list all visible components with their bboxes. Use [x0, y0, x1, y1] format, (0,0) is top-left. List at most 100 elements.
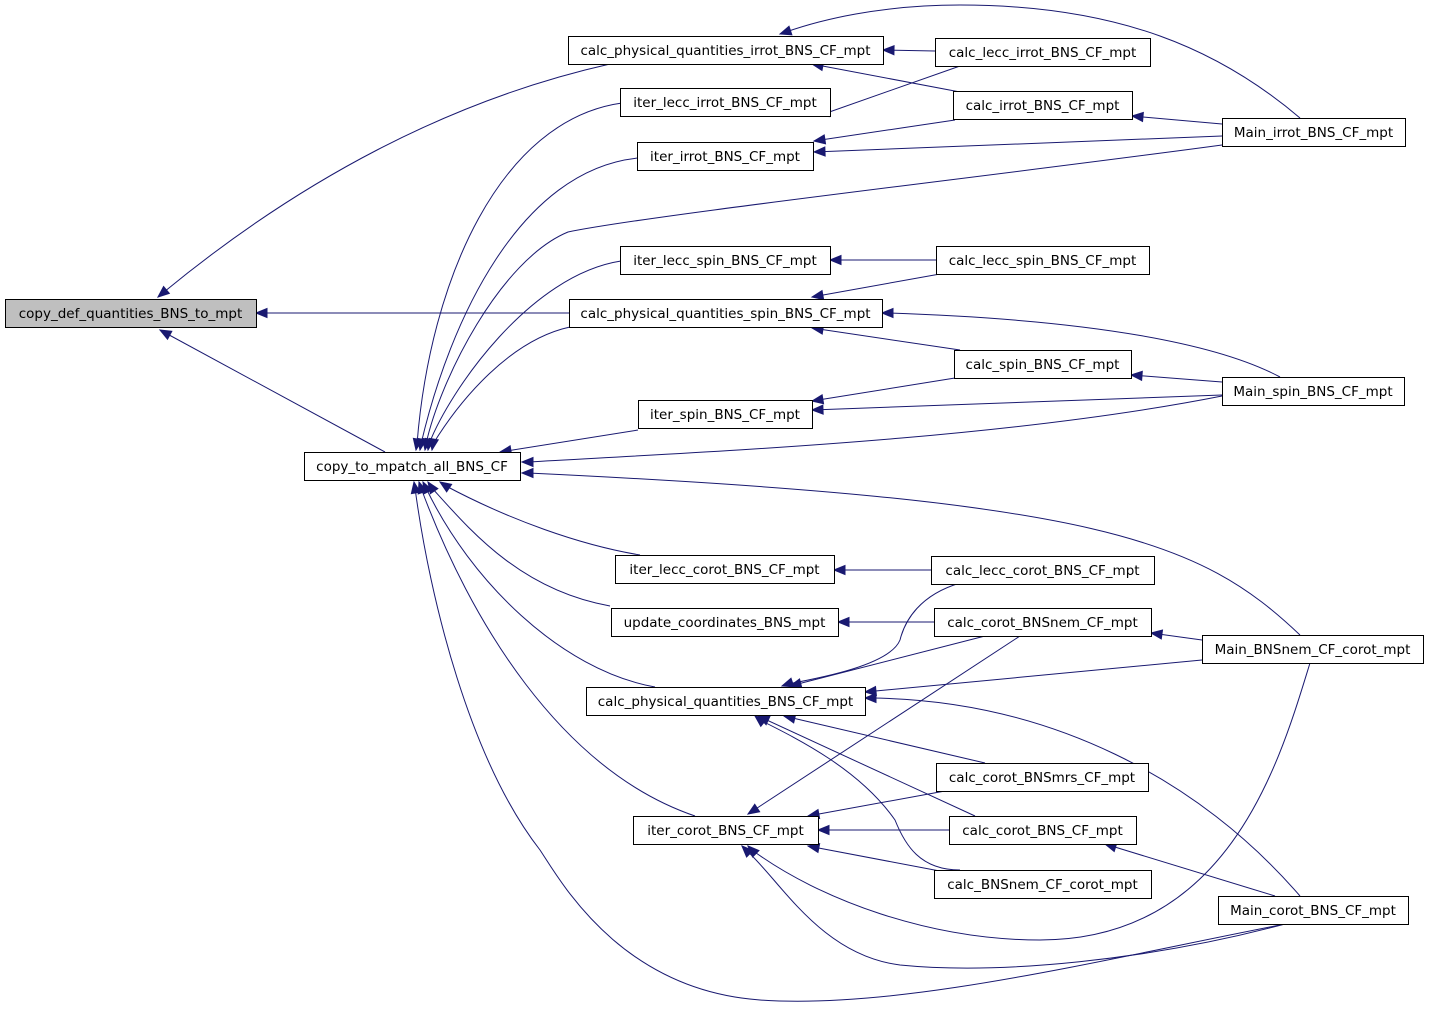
edge-line: [864, 659, 1203, 693]
node-calc-corot-mrs[interactable]: calc_corot_BNSmrs_CF_mpt: [936, 763, 1149, 792]
edge-line: [159, 329, 386, 453]
node-calc-lecc-irrot[interactable]: calc_lecc_irrot_BNS_CF_mpt: [935, 38, 1151, 67]
node-main-corot[interactable]: Main_corot_BNS_CF_mpt: [1218, 896, 1409, 925]
node-cpq-irrot[interactable]: calc_physical_quantities_irrot_BNS_CF_mp…: [568, 36, 884, 65]
node-copy-to-mpatch[interactable]: copy_to_mpatch_all_BNS_CF: [304, 452, 521, 481]
node-label: calc_spin_BNS_CF_mpt: [966, 357, 1120, 373]
node-label: calc_corot_BNS_CF_mpt: [962, 823, 1123, 839]
node-update-coord[interactable]: update_coordinates_BNS_mpt: [611, 608, 839, 637]
node-label: copy_to_mpatch_all_BNS_CF: [316, 459, 508, 475]
edge-main_corot-to-copy_to_mpatch: [410, 480, 1286, 1002]
edge-line: [811, 327, 961, 351]
arrow-head-icon: [156, 285, 171, 298]
edge-line: [811, 394, 1223, 411]
node-box: [633, 816, 819, 845]
node-box: [620, 88, 831, 117]
node-box: [1202, 635, 1424, 664]
node-iter-lecc-irrot[interactable]: iter_lecc_irrot_BNS_CF_mpt: [620, 88, 831, 117]
edge-line: [813, 119, 956, 142]
node-box: [615, 555, 835, 584]
node-calc-corot-nem[interactable]: calc_corot_BNSnem_CF_mpt: [934, 608, 1152, 637]
edge-line: [415, 102, 623, 451]
edge-main_nem-to-calc_corot_nem: [1149, 629, 1203, 641]
edge-line: [418, 481, 696, 817]
edge-calc_spin-to-iter_spin: [810, 377, 956, 405]
edge-cpq_spin-to-copy_to_mpatch: [428, 326, 571, 452]
node-label: calc_lecc_spin_BNS_CF_mpt: [949, 253, 1137, 269]
arrow-head-icon: [863, 692, 877, 704]
edge-calc_corot_nem-to-cpq: [788, 635, 986, 689]
node-box: [586, 687, 866, 716]
edge-calc_corot_mrs-to-cpq: [782, 713, 986, 764]
edge-line: [757, 715, 976, 817]
arrow-head-icon: [828, 254, 842, 266]
arrow-head-icon: [810, 289, 825, 301]
node-box: [936, 763, 1149, 792]
edge-line: [522, 472, 1301, 636]
edge-main_corot-to-cpq: [863, 692, 1301, 897]
arrow-head-icon: [836, 616, 850, 628]
arrow-head-icon: [410, 480, 422, 495]
arrow-head-icon: [778, 25, 793, 36]
node-label: Main_corot_BNS_CF_mpt: [1230, 903, 1396, 919]
node-main-irrot[interactable]: Main_irrot_BNS_CF_mpt: [1222, 118, 1406, 147]
arrow-head-icon: [254, 307, 268, 319]
edge-line: [422, 481, 656, 688]
edge-line: [811, 377, 956, 402]
edge-main_spin-to-cpq_spin: [880, 307, 1281, 378]
node-calc-lecc-corot[interactable]: calc_lecc_corot_BNS_CF_mpt: [931, 556, 1155, 585]
node-box: [5, 299, 257, 328]
edge-main_spin-to-copy_to_mpatch: [520, 395, 1223, 468]
arrow-head-icon: [832, 564, 846, 576]
edge-calc_lecc_corot-to-iter_lecc_corot: [832, 564, 931, 576]
edge-cpq_irrot-to-copy_def: [156, 63, 611, 298]
node-label: copy_def_quantities_BNS_to_mpt: [19, 306, 243, 322]
node-label: iter_lecc_spin_BNS_CF_mpt: [633, 253, 817, 269]
arrow-head-icon: [520, 467, 534, 479]
node-box: [954, 350, 1132, 379]
edge-calc_lecc_spin-to-cpq_spin: [810, 273, 941, 301]
node-box: [936, 246, 1150, 275]
node-calc-corot[interactable]: calc_corot_BNS_CF_mpt: [949, 816, 1137, 845]
node-iter-lecc-corot[interactable]: iter_lecc_corot_BNS_CF_mpt: [615, 555, 835, 584]
edge-line: [783, 715, 986, 764]
edge-update_coord-to-copy_to_mpatch: [427, 480, 611, 607]
node-label: iter_spin_BNS_CF_mpt: [650, 407, 800, 423]
node-label: calc_irrot_BNS_CF_mpt: [966, 98, 1120, 114]
arrow-head-icon: [1130, 111, 1144, 123]
node-calc-nem-corot[interactable]: calc_BNSnem_CF_corot_mpt: [934, 870, 1152, 899]
node-cpq[interactable]: calc_physical_quantities_BNS_CF_mpt: [586, 687, 866, 716]
arrow-head-icon: [812, 134, 827, 145]
edge-line: [754, 715, 961, 871]
edge-line: [811, 273, 941, 298]
node-iter-corot[interactable]: iter_corot_BNS_CF_mpt: [633, 816, 819, 845]
node-iter-irrot[interactable]: iter_irrot_BNS_CF_mpt: [637, 142, 814, 171]
edge-line: [419, 157, 639, 451]
arrow-head-icon: [780, 677, 795, 688]
arrow-head-icon: [746, 803, 761, 815]
edge-main_spin-to-calc_spin: [1129, 370, 1223, 383]
node-label: iter_lecc_corot_BNS_CF_mpt: [629, 562, 819, 578]
arrow-head-icon: [753, 715, 768, 728]
node-box: [935, 38, 1151, 67]
edge-calc_lecc_irrot-to-iter_lecc_irrot: [816, 65, 961, 118]
edge-line: [747, 662, 1311, 941]
node-calc-spin[interactable]: calc_spin_BNS_CF_mpt: [954, 350, 1132, 379]
edge-line: [439, 481, 641, 556]
node-calc-lecc-spin[interactable]: calc_lecc_spin_BNS_CF_mpt: [936, 246, 1150, 275]
edge-calc_corot_nem-to-update_coord: [836, 616, 934, 628]
node-main-nem[interactable]: Main_BNSnem_CF_corot_mpt: [1202, 635, 1424, 664]
edge-line: [747, 635, 1021, 815]
edge-line: [807, 845, 946, 873]
edge-line: [789, 635, 986, 687]
node-box: [568, 36, 884, 65]
node-box: [953, 91, 1133, 120]
node-cpq-spin[interactable]: calc_physical_quantities_spin_BNS_CF_mpt: [569, 299, 883, 328]
edge-iter_corot-to-copy_to_mpatch: [417, 480, 696, 817]
node-iter-spin[interactable]: iter_spin_BNS_CF_mpt: [638, 400, 813, 429]
node-iter-lecc-spin[interactable]: iter_lecc_spin_BNS_CF_mpt: [620, 246, 831, 275]
node-main-spin[interactable]: Main_spin_BNS_CF_mpt: [1222, 377, 1405, 406]
node-box: [637, 142, 814, 171]
node-calc-irrot[interactable]: calc_irrot_BNS_CF_mpt: [953, 91, 1133, 120]
